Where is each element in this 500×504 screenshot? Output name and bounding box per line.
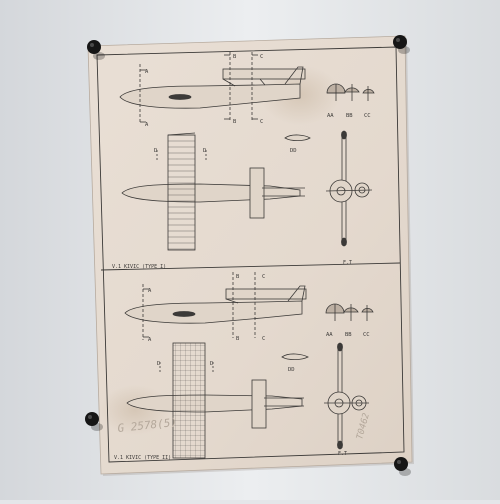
plan-title-type-1: V.1 KIVIC (TYPE I) [112, 264, 166, 270]
airfoil-label-2: DD [288, 367, 295, 373]
cross-section-label-aa-2: AA [326, 332, 333, 338]
drawing-type-1 [119, 52, 375, 251]
section-label-a-top-2: A [148, 288, 152, 294]
section-label-b-bottom-2: B [236, 336, 240, 342]
plan-label-d-left: D [154, 148, 157, 154]
sheet-divider [100, 262, 401, 271]
airfoil-label: DD [290, 148, 297, 154]
section-label-a-top: A [145, 69, 149, 75]
drawing-type-2-labels: A A B B C C D D DD AA BB CC V.1 KIVIC (T… [114, 274, 370, 461]
section-label-a-bottom: A [145, 122, 149, 128]
cross-section-label-cc: CC [364, 113, 371, 119]
handwritten-note-left: G 2578(5) [117, 416, 178, 435]
section-label-c-bottom: C [260, 119, 263, 125]
section-label-c-bottom-2: C [262, 336, 265, 342]
pin-icon [394, 457, 411, 476]
plan-label-d-right: D [203, 148, 206, 154]
plan-title-type-2: V.1 KIVIC (TYPE II) [114, 455, 171, 461]
sheet-mark-top: F.T [343, 260, 352, 266]
pin-icon [393, 35, 410, 54]
pin-icon [87, 40, 105, 60]
section-label-c-top-2: C [262, 274, 265, 280]
section-label-b-bottom: B [233, 119, 237, 125]
cross-section-label-cc-2: CC [363, 332, 370, 338]
plan-label-d-right-2: D [210, 361, 213, 367]
pin-icon [85, 412, 103, 431]
section-label-a-bottom-2: A [148, 337, 152, 343]
cross-section-label-bb: BB [346, 113, 353, 119]
cross-section-label-aa: AA [327, 113, 334, 119]
section-label-c-top: C [260, 54, 263, 60]
push-pins [85, 35, 411, 476]
plan-label-d-left-2: D [157, 361, 160, 367]
cross-section-label-bb-2: BB [345, 332, 352, 338]
section-label-b-top: B [233, 54, 237, 60]
section-label-b-top-2: B [236, 274, 240, 280]
sheet-mark-bottom: F.T [338, 451, 347, 457]
drawing-type-2 [124, 272, 374, 459]
drawing-type-1-labels: A A B B C C D D DD AA BB CC V.1 KIVIC (T… [112, 54, 371, 270]
